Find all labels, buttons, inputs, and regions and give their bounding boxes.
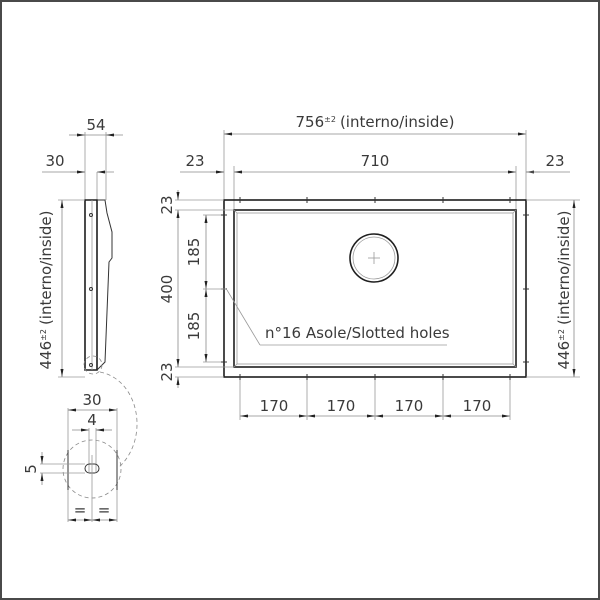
- slot-detail-view: 30 4 5 = =: [22, 391, 122, 522]
- inner-height-label: 400: [158, 275, 176, 304]
- right-margin-label: 23: [545, 152, 564, 170]
- side-height-label: 446: [37, 341, 55, 370]
- bottom-margin-label: 23: [158, 362, 176, 381]
- side-flange-width-label: 30: [45, 152, 64, 170]
- drain-hole-icon: [349, 233, 399, 283]
- right-height-label: 446: [555, 341, 573, 370]
- equal-mark-left: =: [74, 501, 87, 519]
- slotted-holes-note: n°16 Asole/Slotted holes: [265, 324, 450, 342]
- overall-width-label: 756: [296, 113, 325, 131]
- svg-text:446±2(interno/inside): 446±2(interno/inside): [37, 211, 55, 370]
- inner-width-label: 710: [361, 152, 390, 170]
- bottom-spacing-3: 170: [395, 397, 424, 415]
- upper-slot-spacing-label: 185: [185, 238, 203, 267]
- lower-slot-spacing-label: 185: [185, 312, 203, 341]
- bottom-spacing-1: 170: [260, 397, 289, 415]
- top-margin-label: 23: [158, 195, 176, 214]
- detail-slot-length-label: 4: [87, 411, 97, 429]
- svg-text:756±2(interno/inside): 756±2(interno/inside): [296, 113, 455, 131]
- equal-mark-right: =: [98, 501, 111, 519]
- bottom-spacing-4: 170: [463, 397, 492, 415]
- side-width-total-label: 54: [86, 116, 105, 134]
- detail-width-label: 30: [82, 391, 101, 409]
- detail-slot-height-label: 5: [22, 464, 40, 474]
- top-view: 756±2(interno/inside) 23 710 23: [158, 113, 580, 420]
- left-margin-label: 23: [185, 152, 204, 170]
- bottom-spacing-2: 170: [327, 397, 356, 415]
- side-view: 54 30 446±2(interno/inside): [37, 116, 138, 469]
- svg-text:446±2(interno/inside): 446±2(interno/inside): [555, 211, 573, 370]
